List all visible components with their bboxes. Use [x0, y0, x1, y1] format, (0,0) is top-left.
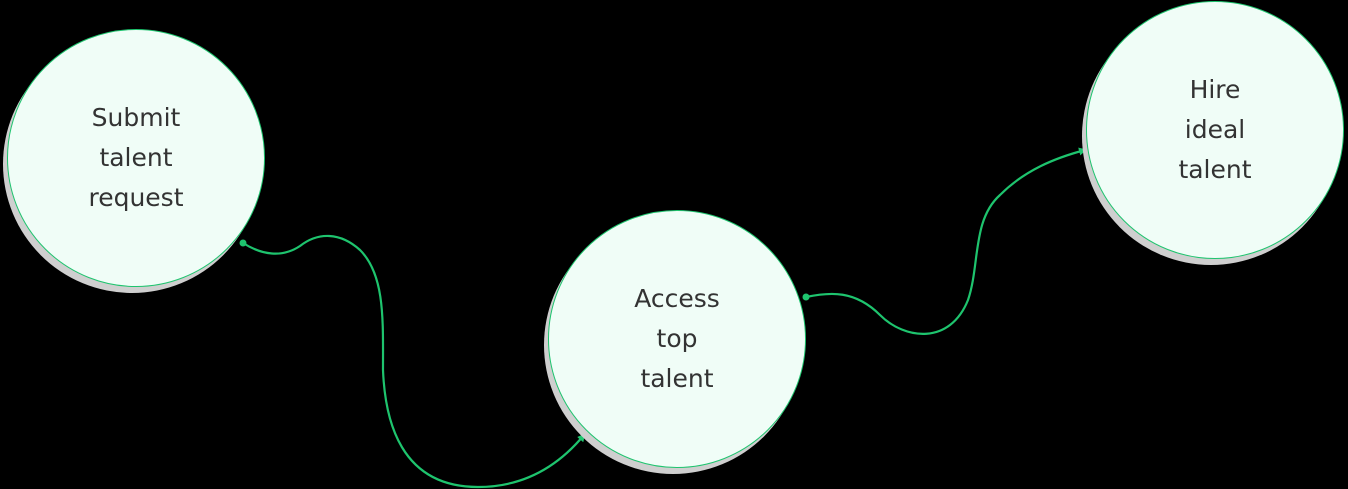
- edge-submit-to-access: [239, 234, 586, 489]
- node-label: Hire ideal talent: [1135, 70, 1295, 190]
- node-label-line: talent: [1178, 155, 1252, 184]
- node-label: Submit talent request: [56, 98, 216, 218]
- node-access-top-talent: Access top talent: [548, 210, 806, 468]
- node-label-line: top: [656, 324, 698, 353]
- node-label-line: talent: [640, 364, 714, 393]
- node-label: Access top talent: [597, 279, 757, 399]
- edge-access-to-hire: [802, 147, 1087, 335]
- node-hire-ideal-talent: Hire ideal talent: [1086, 1, 1344, 259]
- node-label-line: talent: [99, 143, 173, 172]
- node-label-line: Access: [634, 284, 720, 313]
- node-label-line: ideal: [1184, 115, 1246, 144]
- node-label-line: Submit: [91, 103, 181, 132]
- node-submit-talent-request: Submit talent request: [7, 29, 265, 287]
- node-label-line: Hire: [1189, 75, 1241, 104]
- node-label-line: request: [88, 183, 184, 212]
